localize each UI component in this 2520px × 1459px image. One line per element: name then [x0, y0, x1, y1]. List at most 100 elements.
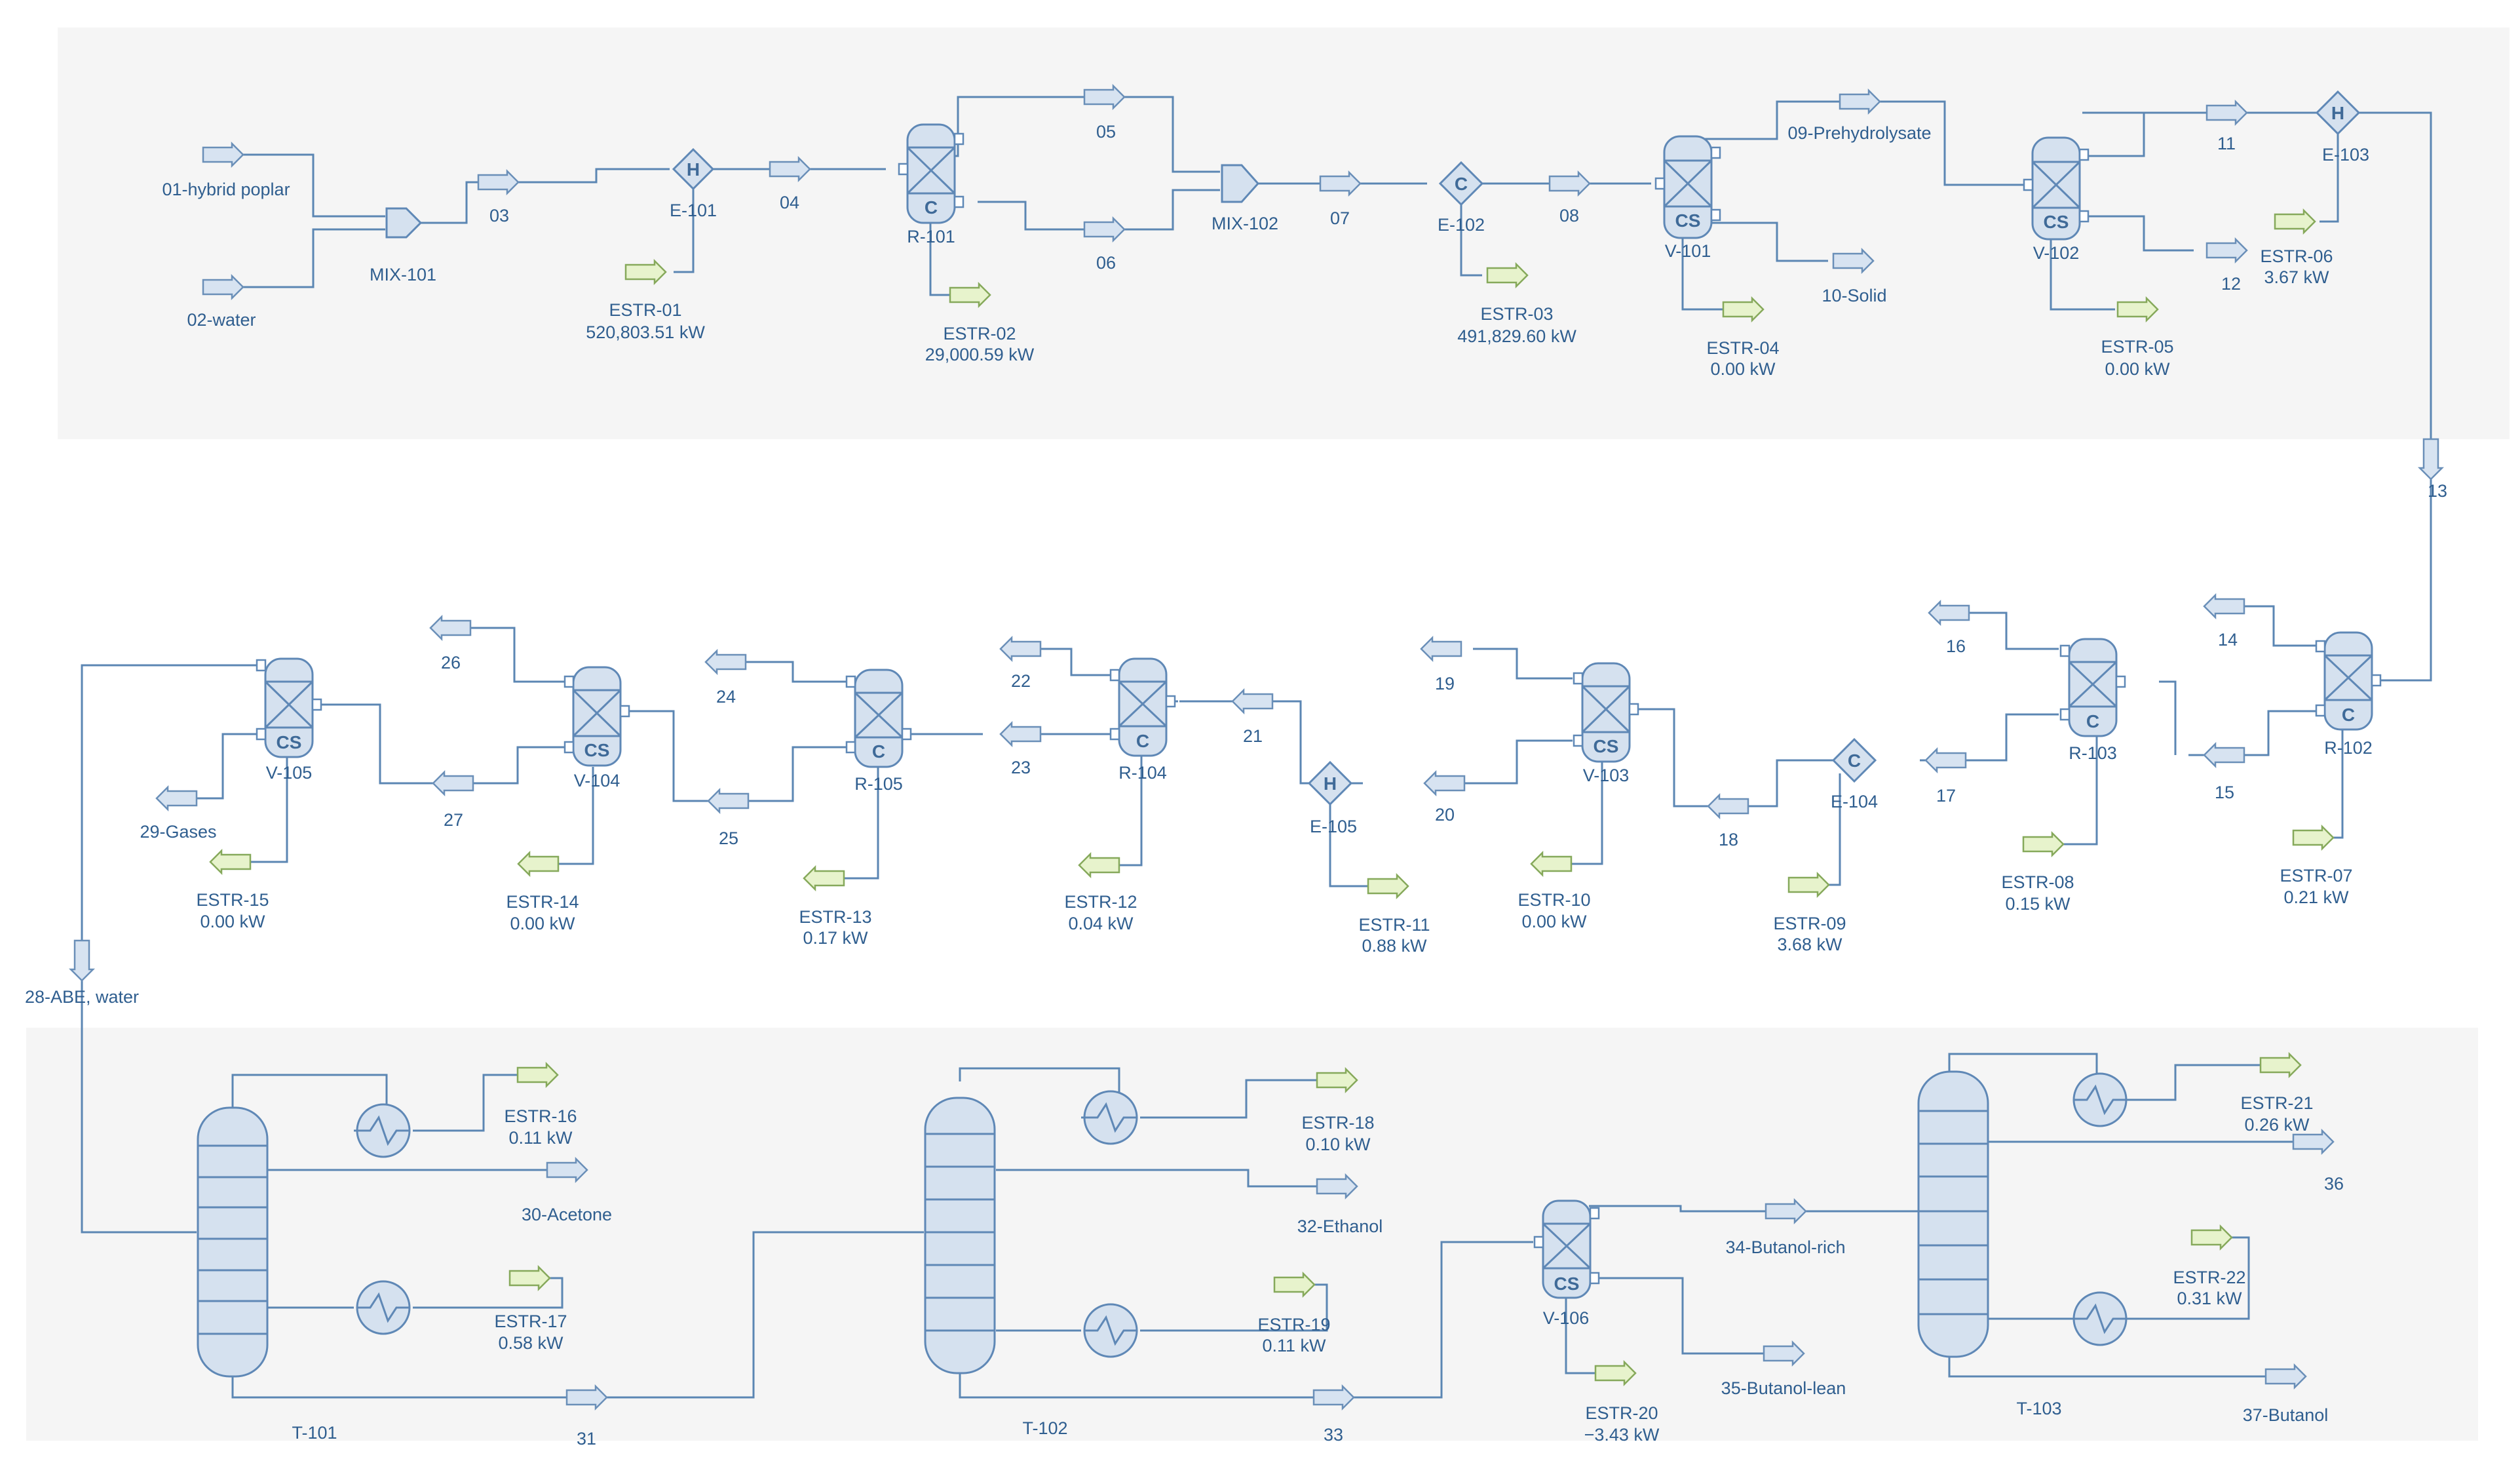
- svg-text:0.88 kW: 0.88 kW: [1362, 936, 1427, 956]
- svg-text:ESTR-08: ESTR-08: [2001, 872, 2074, 892]
- unit-label: E-102: [1438, 215, 1485, 235]
- energy-ESTR-03: ESTR-03 491,829.60 kW: [1457, 304, 1576, 346]
- unit-label: R-101: [907, 227, 955, 246]
- svg-text:3.68 kW: 3.68 kW: [1777, 935, 1842, 954]
- unit-label: T-103: [2016, 1399, 2061, 1418]
- stream-label: 37-Butanol: [2243, 1405, 2329, 1425]
- energy-arrow: [1787, 872, 1830, 897]
- section-separation: [26, 1028, 2478, 1441]
- unit-V-101[interactable]: CS: [1654, 135, 1721, 239]
- unit-R-102[interactable]: C: [2315, 631, 2382, 731]
- energy-ESTR-16: ESTR-16 0.11 kW: [504, 1106, 577, 1148]
- stream-arrow: [1231, 689, 1274, 714]
- stream-arrow: [1423, 771, 1466, 796]
- unit-letter: C: [925, 197, 938, 218]
- svg-text:ESTR-09: ESTR-09: [1773, 914, 1846, 933]
- stream-arrow: [69, 939, 94, 982]
- stream-label: 27: [444, 810, 463, 830]
- svg-text:0.00 kW: 0.00 kW: [200, 912, 265, 931]
- svg-text:ESTR-13: ESTR-13: [799, 907, 871, 927]
- stream-label: 28-ABE, water: [25, 987, 139, 1007]
- energy-ESTR-04: ESTR-04 0.00 kW: [1706, 338, 1779, 379]
- energy-arrow: [2292, 825, 2335, 850]
- unit-label: T-101: [292, 1423, 337, 1443]
- unit-label: E-104: [1831, 792, 1878, 811]
- svg-text:ESTR-11: ESTR-11: [1358, 915, 1430, 935]
- stream-label: 36: [2324, 1174, 2344, 1194]
- unit-label: R-104: [1118, 763, 1167, 783]
- unit-label: V-103: [1583, 766, 1630, 785]
- unit-T-102[interactable]: [924, 1097, 996, 1374]
- unit-V-102[interactable]: CS: [2023, 136, 2090, 241]
- stream-label: 12: [2221, 274, 2241, 294]
- unit-label: E-103: [2322, 145, 2369, 165]
- svg-text:0.00 kW: 0.00 kW: [1521, 912, 1587, 931]
- unit-label: R-103: [2069, 743, 2117, 763]
- unit-E-105[interactable]: H: [1307, 760, 1353, 806]
- energy-ESTR-02: ESTR-02 29,000.59 kW: [925, 324, 1035, 364]
- stream-label: 11: [2217, 134, 2236, 153]
- unit-R-105[interactable]: C: [845, 669, 912, 768]
- svg-text:0.58 kW: 0.58 kW: [498, 1333, 563, 1353]
- stream-label: 08: [1559, 206, 1579, 225]
- unit-letter: CS: [277, 732, 302, 752]
- unit-T-103[interactable]: [1917, 1070, 1989, 1358]
- stream-arrow: [1420, 636, 1462, 661]
- unit-V-103[interactable]: CS: [1573, 662, 1639, 763]
- unit-label: MIX-101: [370, 265, 436, 284]
- energy-ESTR-21: ESTR-21 0.26 kW: [2240, 1093, 2313, 1135]
- energy-ESTR-18: ESTR-18 0.10 kW: [1301, 1113, 1374, 1154]
- unit-T-101[interactable]: [197, 1106, 269, 1378]
- stream-label: 25: [719, 828, 738, 848]
- unit-letter: C: [1136, 731, 1149, 751]
- reboiler-T-102[interactable]: [1083, 1303, 1138, 1358]
- svg-text:ESTR-12: ESTR-12: [1064, 892, 1137, 912]
- reboiler-T-101[interactable]: [356, 1280, 411, 1335]
- unit-V-106[interactable]: CS: [1533, 1199, 1600, 1299]
- svg-text:0.00 kW: 0.00 kW: [510, 914, 575, 933]
- condenser-T-102[interactable]: [1083, 1090, 1138, 1145]
- stream-arrow: [704, 650, 747, 674]
- energy-arrow: [1530, 851, 1573, 876]
- svg-text:ESTR-17: ESTR-17: [494, 1312, 567, 1331]
- unit-letter: CS: [2044, 212, 2069, 232]
- unit-MIX-101[interactable]: [385, 207, 423, 239]
- unit-E-102[interactable]: C: [1438, 161, 1484, 206]
- stream-label: 35-Butanol-lean: [1721, 1378, 1846, 1398]
- unit-E-104[interactable]: C: [1831, 737, 1877, 783]
- unit-E-101[interactable]: H: [672, 147, 715, 191]
- unit-R-103[interactable]: C: [2059, 638, 2126, 737]
- unit-E-103[interactable]: H: [2315, 90, 2361, 136]
- condenser-T-103[interactable]: [2072, 1072, 2128, 1127]
- unit-R-104[interactable]: C: [1109, 657, 1176, 757]
- svg-text:ESTR-21: ESTR-21: [2240, 1093, 2313, 1113]
- stream-label: 10-Solid: [1822, 286, 1886, 305]
- svg-text:ESTR-18: ESTR-18: [1301, 1113, 1374, 1133]
- stream-label: 06: [1096, 253, 1116, 273]
- svg-text:0.00 kW: 0.00 kW: [2105, 359, 2170, 379]
- condenser-T-101[interactable]: [356, 1103, 411, 1158]
- unit-label: V-101: [1665, 241, 1711, 261]
- unit-label: V-106: [1543, 1308, 1590, 1328]
- energy-ESTR-20: ESTR-20 −3.43 kW: [1584, 1403, 1660, 1445]
- stream-arrow: [1928, 600, 1970, 625]
- energy-arrow: [1078, 853, 1120, 878]
- unit-label: MIX-102: [1212, 214, 1278, 233]
- stream-label: 03: [489, 206, 509, 225]
- svg-text:0.21 kW: 0.21 kW: [2283, 887, 2349, 907]
- reboiler-T-103[interactable]: [2072, 1291, 2128, 1346]
- stream-label: 07: [1330, 208, 1350, 228]
- energy-ESTR-15: ESTR-15 0.00 kW: [196, 890, 269, 931]
- svg-text:ESTR-05: ESTR-05: [2101, 337, 2173, 357]
- stream-label: 33: [1324, 1425, 1343, 1445]
- stream-label: 31: [577, 1429, 596, 1449]
- stream-labels: 01-hybrid poplar 02-water 03 04 05 06 07…: [25, 122, 2447, 1449]
- stream-label: 09-Prehydrolysate: [1787, 123, 1931, 143]
- unit-MIX-102[interactable]: [1221, 164, 1260, 203]
- unit-V-105[interactable]: CS: [256, 657, 322, 758]
- unit-R-101[interactable]: C: [898, 123, 964, 224]
- unit-V-104[interactable]: CS: [563, 666, 630, 767]
- stream-label: 29-Gases: [140, 822, 216, 842]
- unit-label: V-104: [574, 771, 620, 790]
